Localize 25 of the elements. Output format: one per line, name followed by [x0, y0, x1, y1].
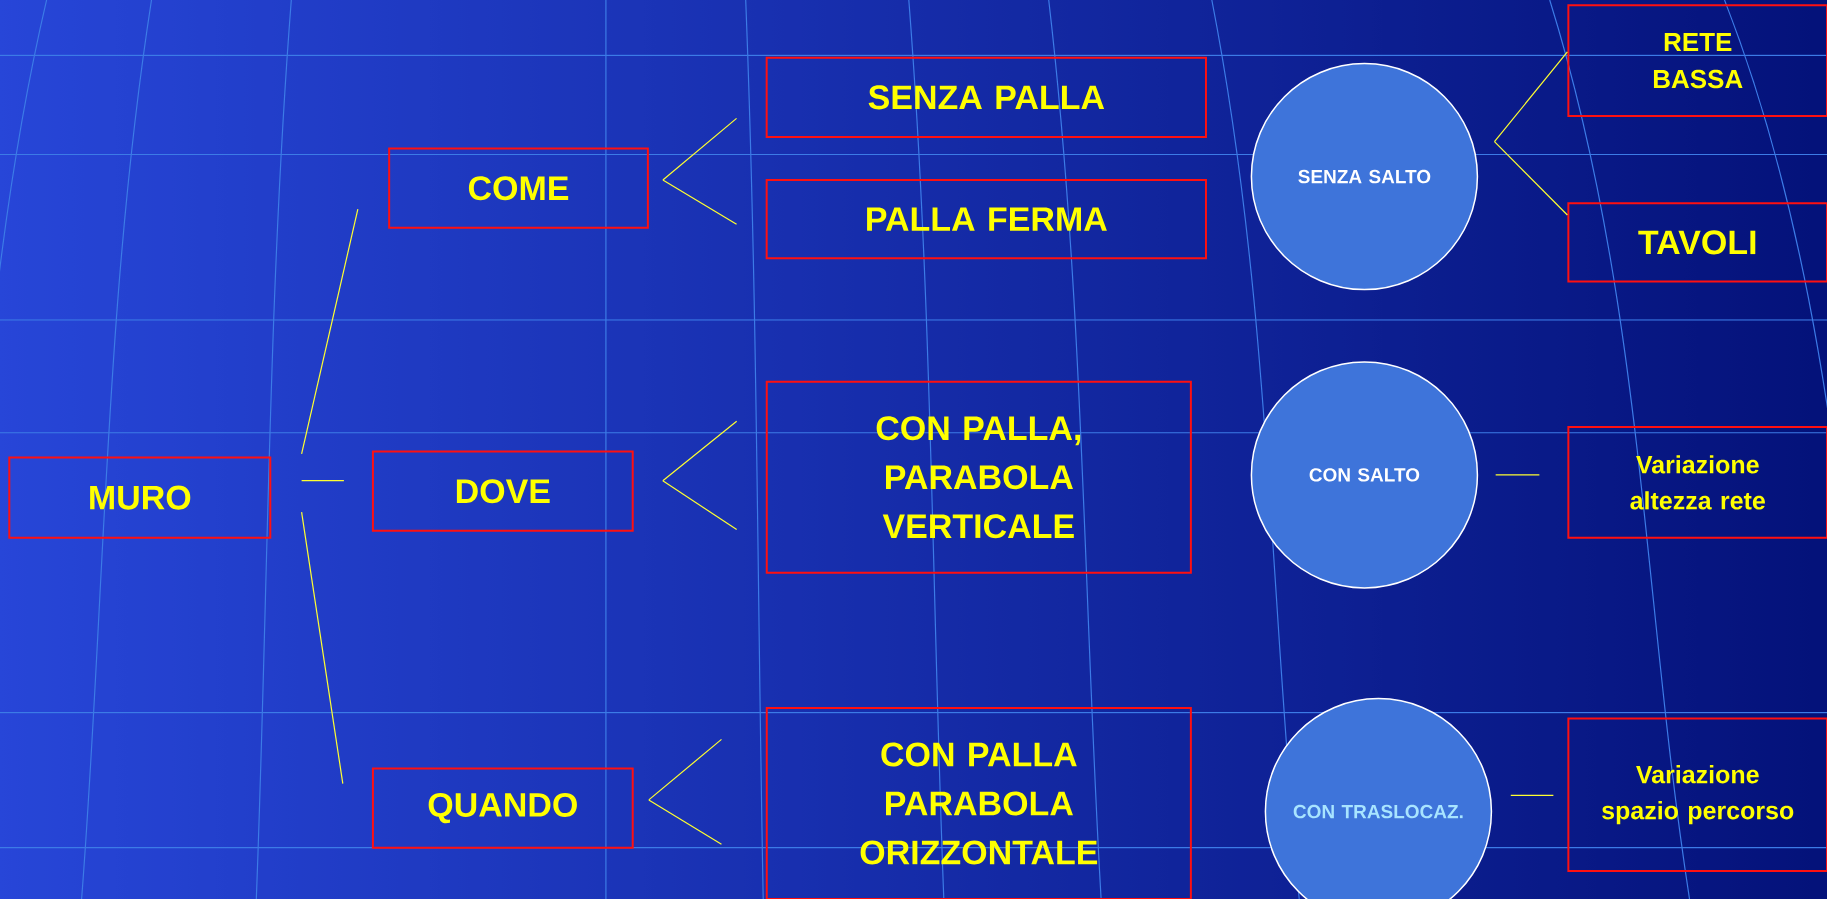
text-box: TAVOLI	[1567, 202, 1827, 283]
text-box: MURO	[8, 456, 272, 539]
connector-line	[648, 738, 723, 801]
connector-line	[301, 480, 345, 482]
text-box: RETE BASSA	[1567, 4, 1827, 118]
text-box: PALLA FERMA	[765, 179, 1207, 260]
connector-line	[1493, 141, 1568, 216]
connector-line	[662, 480, 738, 531]
text-box: CON PALLA, PARABOLA VERTICALE	[765, 380, 1192, 574]
connector-line	[1510, 794, 1554, 796]
text-box: QUANDO	[371, 767, 634, 849]
text-box: CON PALLA PARABOLA ORIZZONTALE	[765, 706, 1192, 899]
text-box: SENZA PALLA	[765, 56, 1207, 138]
text-box: Variazione altezza rete	[1567, 426, 1827, 539]
connector-line	[301, 208, 359, 455]
connector-line	[1493, 51, 1568, 143]
text-box: Variazione spazio percorso	[1567, 717, 1827, 872]
text-box: DOVE	[371, 450, 634, 532]
connector-line	[662, 117, 738, 181]
connector-line	[301, 511, 344, 785]
connector-line	[662, 420, 738, 482]
connector-line	[662, 179, 738, 225]
connector-line	[648, 799, 723, 845]
connector-line	[1495, 474, 1540, 476]
text-box: COME	[388, 147, 649, 229]
